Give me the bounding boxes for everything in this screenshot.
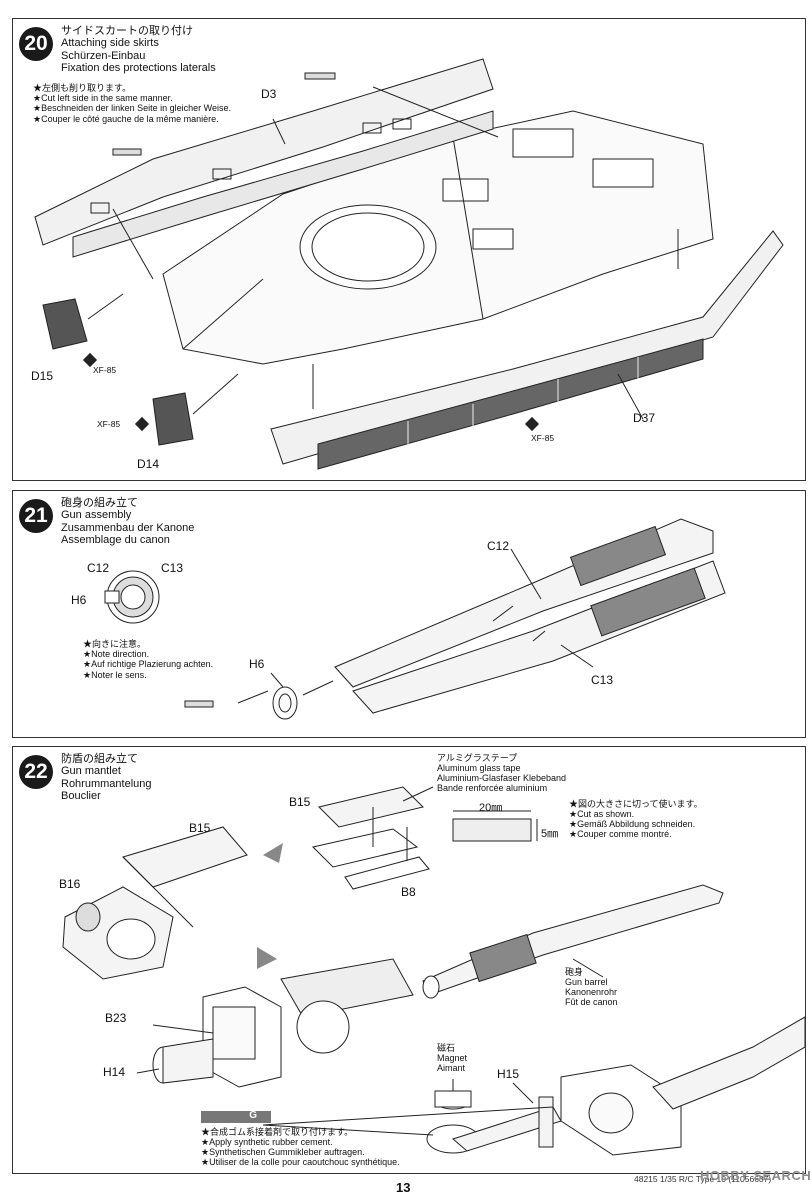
note-line: ★Cut as shown. <box>569 809 635 819</box>
step-title-ja: 防盾の組み立て <box>61 753 138 765</box>
gun-assembly-diagram <box>104 518 726 720</box>
step-title-de: Zusammenbau der Kanone <box>61 521 195 534</box>
page-number: 13 <box>396 1180 411 1195</box>
step-title-block: サイドスカートの取り付け Attaching side skirts Schür… <box>61 25 216 75</box>
note-line: ★Note direction. <box>83 649 150 660</box>
part-label-d3: D3 <box>261 87 277 101</box>
note-line: ★Gemäß Abbildung schneiden. <box>569 819 696 829</box>
part-label-d14: D14 <box>137 457 160 471</box>
footer-code: 48215 1/35 R/C Type 10 (11056637) <box>634 1174 772 1184</box>
part-label-b15: B15 <box>289 795 311 809</box>
paint-code: XF-85 <box>97 419 121 429</box>
step-20-panel: 20 サイドスカートの取り付け Attaching side skirts Sc… <box>12 18 806 481</box>
step-number: 21 <box>19 499 53 533</box>
magnet-label-block: 磁石 Magnet Aimant <box>437 1043 467 1073</box>
note-line: ★Noter le sens. <box>83 669 147 680</box>
note-line: ★図の大きさに切って使います。 <box>569 799 703 809</box>
part-label-b8: B8 <box>401 885 416 899</box>
note-line: ★Couper le côté gauche de la même manièr… <box>33 113 219 124</box>
part-label-d37: D37 <box>633 411 656 425</box>
barrel-label: Fût de canon <box>565 997 618 1007</box>
cut-note-block: ★図の大きさに切って使います。 ★Cut as shown. ★Gemäß Ab… <box>569 799 703 839</box>
part-label-d15: D15 <box>31 369 54 383</box>
note-line: ★左側も削り取ります。 <box>33 83 132 93</box>
step-title-block: 防盾の組み立て Gun mantlet Rohrummantelung Bouc… <box>61 753 152 803</box>
step-title-en: Gun mantlet <box>61 765 121 778</box>
note-line: ★Couper comme montré. <box>569 829 672 839</box>
step-title-ja: サイドスカートの取り付け <box>61 25 193 37</box>
note-line: ★合成ゴム系接着剤で取り付けます。 <box>201 1127 354 1137</box>
magnet-label: Aimant <box>437 1063 466 1073</box>
tape-label: Aluminium-Glasfaser Klebeband <box>437 773 567 783</box>
cement-note-block: ★合成ゴム系接着剤で取り付けます。 ★Apply synthetic rubbe… <box>201 1127 400 1167</box>
step-title-block: 砲身の組み立て Gun assembly Zusammenbau der Kan… <box>61 497 194 547</box>
note-line: ★Beschneiden der linken Seite in gleiche… <box>33 103 232 114</box>
part-label-c12: C12 <box>487 539 510 553</box>
magnet-label: 磁石 <box>437 1043 456 1053</box>
part-label-h6: H6 <box>71 593 87 607</box>
step-title-fr: Fixation des protections laterals <box>61 62 216 75</box>
part-label-c13: C13 <box>161 561 184 575</box>
step-21-panel: 21 砲身の組み立て Gun assembly Zusammenbau der … <box>12 490 806 738</box>
tape-label: Aluminum glass tape <box>437 763 521 773</box>
barrel-label: 砲身 <box>565 967 584 977</box>
part-label-b23: B23 <box>105 1011 127 1025</box>
part-label-b15: B15 <box>189 821 211 835</box>
glue-marker-badge: G <box>201 1110 271 1123</box>
part-label-b16: B16 <box>59 877 81 891</box>
step-title-fr: Bouclier <box>61 790 101 803</box>
step-title-de: Rohrummantelung <box>61 777 152 790</box>
barrel-label: Kanonenrohr <box>565 987 618 997</box>
gun-mantlet-diagram <box>62 786 805 1156</box>
tape-label: アルミグラステープ <box>437 753 518 763</box>
part-label-h14: H14 <box>103 1065 126 1079</box>
magnet-label: Magnet <box>437 1053 468 1063</box>
note-line: ★Utiliser de la colle pour caoutchouc sy… <box>201 1157 400 1167</box>
paint-code: XF-85 <box>531 433 555 443</box>
note-line: ★Cut left side in the same manner. <box>33 93 173 104</box>
part-label-h15: H15 <box>497 1067 520 1081</box>
glue-marker-letter: G <box>249 1110 257 1121</box>
barrel-label: Gun barrel <box>565 977 608 987</box>
part-label-c13: C13 <box>591 673 614 687</box>
watermark: HOBBY SEARCH <box>700 1168 812 1183</box>
tape-height: 5㎜ <box>541 828 559 840</box>
note-line: ★向きに注意。 <box>83 639 147 649</box>
step-title-de: Schürzen-Einbau <box>61 49 146 62</box>
tape-label: Bande renforcée aluminium <box>437 783 548 793</box>
tape-label-block: アルミグラステープ Aluminum glass tape Aluminium-… <box>437 753 566 793</box>
barrel-label-block: 砲身 Gun barrel Kanonenrohr Fût de canon <box>565 967 618 1007</box>
step-title-fr: Assemblage du canon <box>61 534 170 547</box>
paint-code: XF-85 <box>93 365 117 375</box>
note-line: ★Auf richtige Plazierung achten. <box>83 659 214 670</box>
part-label-c12: C12 <box>87 561 110 575</box>
step-title-en: Gun assembly <box>61 509 132 522</box>
step-number: 22 <box>19 755 53 789</box>
part-label-h6: H6 <box>249 657 265 671</box>
direction-note-block: ★向きに注意。 ★Note direction. ★Auf richtige P… <box>83 639 213 680</box>
step-22-panel: 22 防盾の組み立て Gun mantlet Rohrummantelung B… <box>12 746 806 1174</box>
side-skirt-diagram <box>34 58 784 470</box>
step-title-en: Attaching side skirts <box>61 37 159 50</box>
tape-width: 20㎜ <box>479 802 503 814</box>
step-number: 20 <box>19 27 53 61</box>
cut-note-block: ★左側も削り取ります。 ★Cut left side in the same m… <box>33 83 231 124</box>
note-line: ★Apply synthetic rubber cement. <box>201 1137 333 1147</box>
step-title-ja: 砲身の組み立て <box>61 497 138 509</box>
note-line: ★Synthetischen Gummikleber auftragen. <box>201 1147 365 1157</box>
